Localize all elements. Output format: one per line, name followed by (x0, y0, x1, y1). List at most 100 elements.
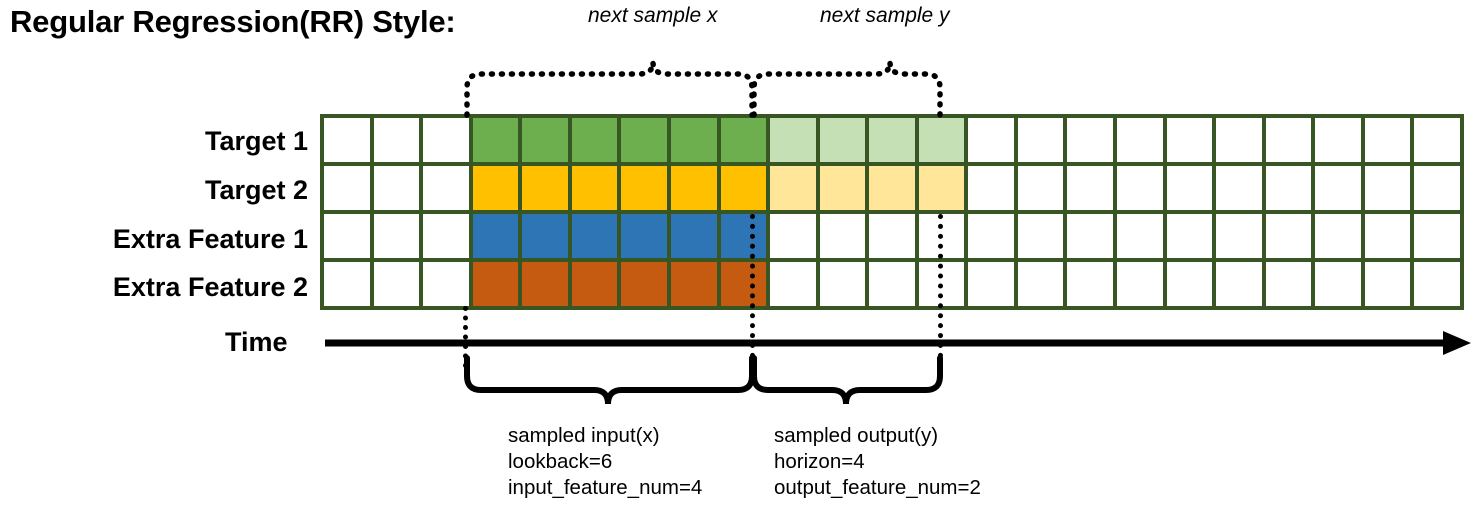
grid-cell (1315, 118, 1361, 162)
grid-cell (1414, 262, 1460, 306)
grid-cell (1117, 262, 1163, 306)
grid-cell (819, 262, 866, 306)
brace-next-sample-x (464, 61, 755, 118)
grid-cell (968, 166, 1014, 210)
grid-cell (670, 262, 717, 306)
row-label-target-1: Target 1 (204, 126, 308, 156)
grid-cell (1265, 118, 1312, 162)
timeseries-grid (320, 114, 1464, 310)
grid-cell (770, 262, 816, 306)
grid-cell (1067, 262, 1113, 306)
grid-cell (670, 166, 717, 210)
grid-cell (522, 262, 568, 306)
grid-cell (1414, 214, 1460, 258)
grid-cell (1315, 262, 1361, 306)
sampled-output-line-2: horizon=4 (774, 450, 865, 473)
grid-cell (770, 118, 816, 162)
grid-cell (918, 118, 965, 162)
divider-input-end (750, 214, 755, 368)
grid-cell (1166, 118, 1213, 162)
grid-cell (522, 118, 568, 162)
divider-input-start (463, 306, 468, 368)
row-label-target-2: Target 2 (204, 175, 308, 205)
grid-cell (770, 214, 816, 258)
grid-cell (968, 214, 1014, 258)
sampled-output-line-3: output_feature_num=2 (774, 476, 981, 499)
divider-output-end (938, 214, 943, 368)
grid-cell (1166, 166, 1213, 210)
grid-cell (373, 166, 420, 210)
grid-cell (1017, 166, 1064, 210)
grid-cell (423, 118, 469, 162)
grid-cell (1315, 214, 1361, 258)
sampled-input-line-2: lookback=6 (508, 450, 613, 473)
grid-cell (1364, 214, 1411, 258)
grid-cell (869, 166, 915, 210)
grid-cell (1414, 166, 1460, 210)
grid-cell (720, 166, 767, 210)
row-label-extra-feature-1: Extra Feature 1 (112, 224, 308, 254)
grid-cell (571, 262, 618, 306)
caption-sampled-output: sampled output(y) horizon=4 output_featu… (774, 423, 981, 501)
grid-cell (1166, 214, 1213, 258)
time-axis-label: Time (225, 327, 288, 357)
grid-row-extra-feature-2 (324, 262, 1460, 306)
grid-cell (819, 166, 866, 210)
grid-cell (1265, 262, 1312, 306)
grid-cell (324, 262, 370, 306)
grid-cell (869, 118, 915, 162)
grid-cell (522, 166, 568, 210)
grid-cell (1364, 118, 1411, 162)
grid-cell (571, 118, 618, 162)
sampled-input-line-3: input_feature_num=4 (508, 476, 703, 499)
grid-cell (472, 262, 519, 306)
grid-cell (1017, 262, 1064, 306)
grid-cell (1265, 166, 1312, 210)
grid-cell (968, 262, 1014, 306)
grid-cell (324, 214, 370, 258)
grid-cell (869, 262, 915, 306)
grid-cell (621, 118, 667, 162)
caption-next-sample-x: next sample x (588, 4, 718, 27)
grid-cell (1364, 262, 1411, 306)
grid-cell (324, 118, 370, 162)
grid-cell (423, 262, 469, 306)
caption-next-sample-y: next sample y (820, 4, 950, 27)
grid-cell (324, 166, 370, 210)
grid-cell (571, 214, 618, 258)
grid-cell (1117, 118, 1163, 162)
grid-cell (1166, 262, 1213, 306)
grid-cell (1216, 262, 1262, 306)
grid-cell (472, 118, 519, 162)
grid-cell (869, 214, 915, 258)
sampled-output-line-1: sampled output(y) (774, 424, 939, 447)
grid-row-target-2 (324, 166, 1460, 210)
grid-cell (621, 262, 667, 306)
grid-cell (1017, 118, 1064, 162)
brace-next-sample-y (751, 61, 943, 118)
grid-cell (423, 214, 469, 258)
grid-cell (1265, 214, 1312, 258)
sampled-input-line-1: sampled input(x) (508, 424, 660, 447)
grid-cell (1117, 214, 1163, 258)
grid-cell (918, 166, 965, 210)
brace-sampled-input (464, 355, 755, 405)
grid-cell (819, 214, 866, 258)
grid-cell (819, 118, 866, 162)
grid-cell (472, 166, 519, 210)
brace-sampled-output (751, 355, 943, 405)
grid-cell (720, 118, 767, 162)
grid-cell (621, 214, 667, 258)
grid-cell (1067, 166, 1113, 210)
page-title: Regular Regression(RR) Style: (10, 4, 456, 39)
grid-cell (1067, 118, 1113, 162)
grid-cell (373, 214, 420, 258)
grid-cell (1216, 166, 1262, 210)
grid-cell (522, 214, 568, 258)
grid-cell (1216, 118, 1262, 162)
time-axis-arrow (325, 331, 1471, 355)
grid-cell (1414, 118, 1460, 162)
grid-cell (373, 118, 420, 162)
grid-cell (770, 166, 816, 210)
